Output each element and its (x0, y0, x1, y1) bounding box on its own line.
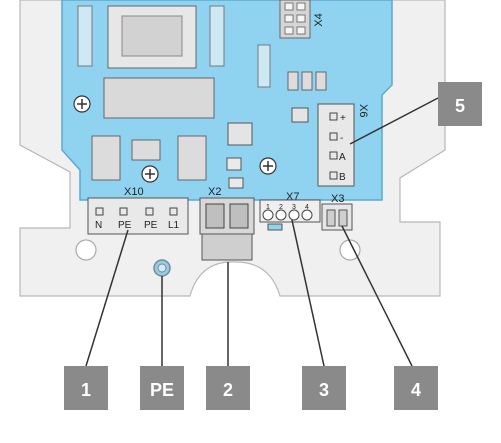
leader-line-3 (291, 219, 325, 367)
x7-pin-label: 3 (292, 204, 296, 211)
x6-label: X6 (357, 104, 369, 117)
x7-pin-label: 2 (279, 204, 283, 211)
callout-5 (438, 82, 482, 126)
x10-pin-label: N (95, 220, 102, 231)
callout-3-label: 3 (319, 380, 329, 400)
x7-pin-label: 4 (305, 204, 309, 211)
relay (177, 135, 207, 181)
callout-1-label: 1 (81, 380, 91, 400)
x3-label: X3 (331, 193, 344, 205)
x6-pin-label: B (339, 172, 346, 183)
callout-4 (394, 366, 438, 410)
ic-chip (227, 122, 253, 146)
callout-pe (140, 366, 184, 410)
led (226, 157, 242, 171)
x2-label: X2 (208, 186, 221, 198)
capacitor-row (103, 77, 215, 119)
x6-pin-label: + (340, 113, 346, 124)
leader-lines (85, 97, 439, 367)
relay (91, 135, 121, 181)
ic-chip (291, 107, 309, 123)
callout-2-label: 2 (223, 380, 233, 400)
x10-pin-label: L1 (168, 220, 180, 231)
leader-line-4 (341, 225, 413, 367)
x6-connector (317, 103, 355, 187)
leader-line-5 (349, 97, 439, 145)
callout-1 (64, 366, 108, 410)
component-block (209, 5, 225, 67)
callout-5-label: 5 (455, 96, 465, 116)
callout-4-label: 4 (411, 380, 421, 400)
x2-plug (201, 233, 253, 261)
mounting-hole-right (339, 239, 361, 261)
callout-pe-label: PE (150, 380, 174, 400)
x10-pin-label: PE (118, 220, 132, 231)
x4-label: X4 (313, 13, 325, 26)
relay (131, 139, 161, 161)
x6-pin-label: - (340, 133, 343, 144)
led (228, 177, 244, 189)
x7-pin-label: 1 (266, 204, 270, 211)
callout-2 (206, 366, 250, 410)
board-screw-icon (73, 95, 91, 113)
board-screw-icon (259, 157, 277, 175)
x10-pin-label: PE (144, 220, 158, 231)
leader-line-1 (85, 229, 129, 367)
board-screw-icon (141, 165, 159, 183)
x10-label: X10 (124, 186, 144, 198)
component-block (77, 5, 93, 67)
mounting-hole-left (75, 239, 97, 261)
callout-3 (302, 366, 346, 410)
x10-connector (87, 197, 189, 235)
x6-pin-label: A (339, 152, 346, 163)
